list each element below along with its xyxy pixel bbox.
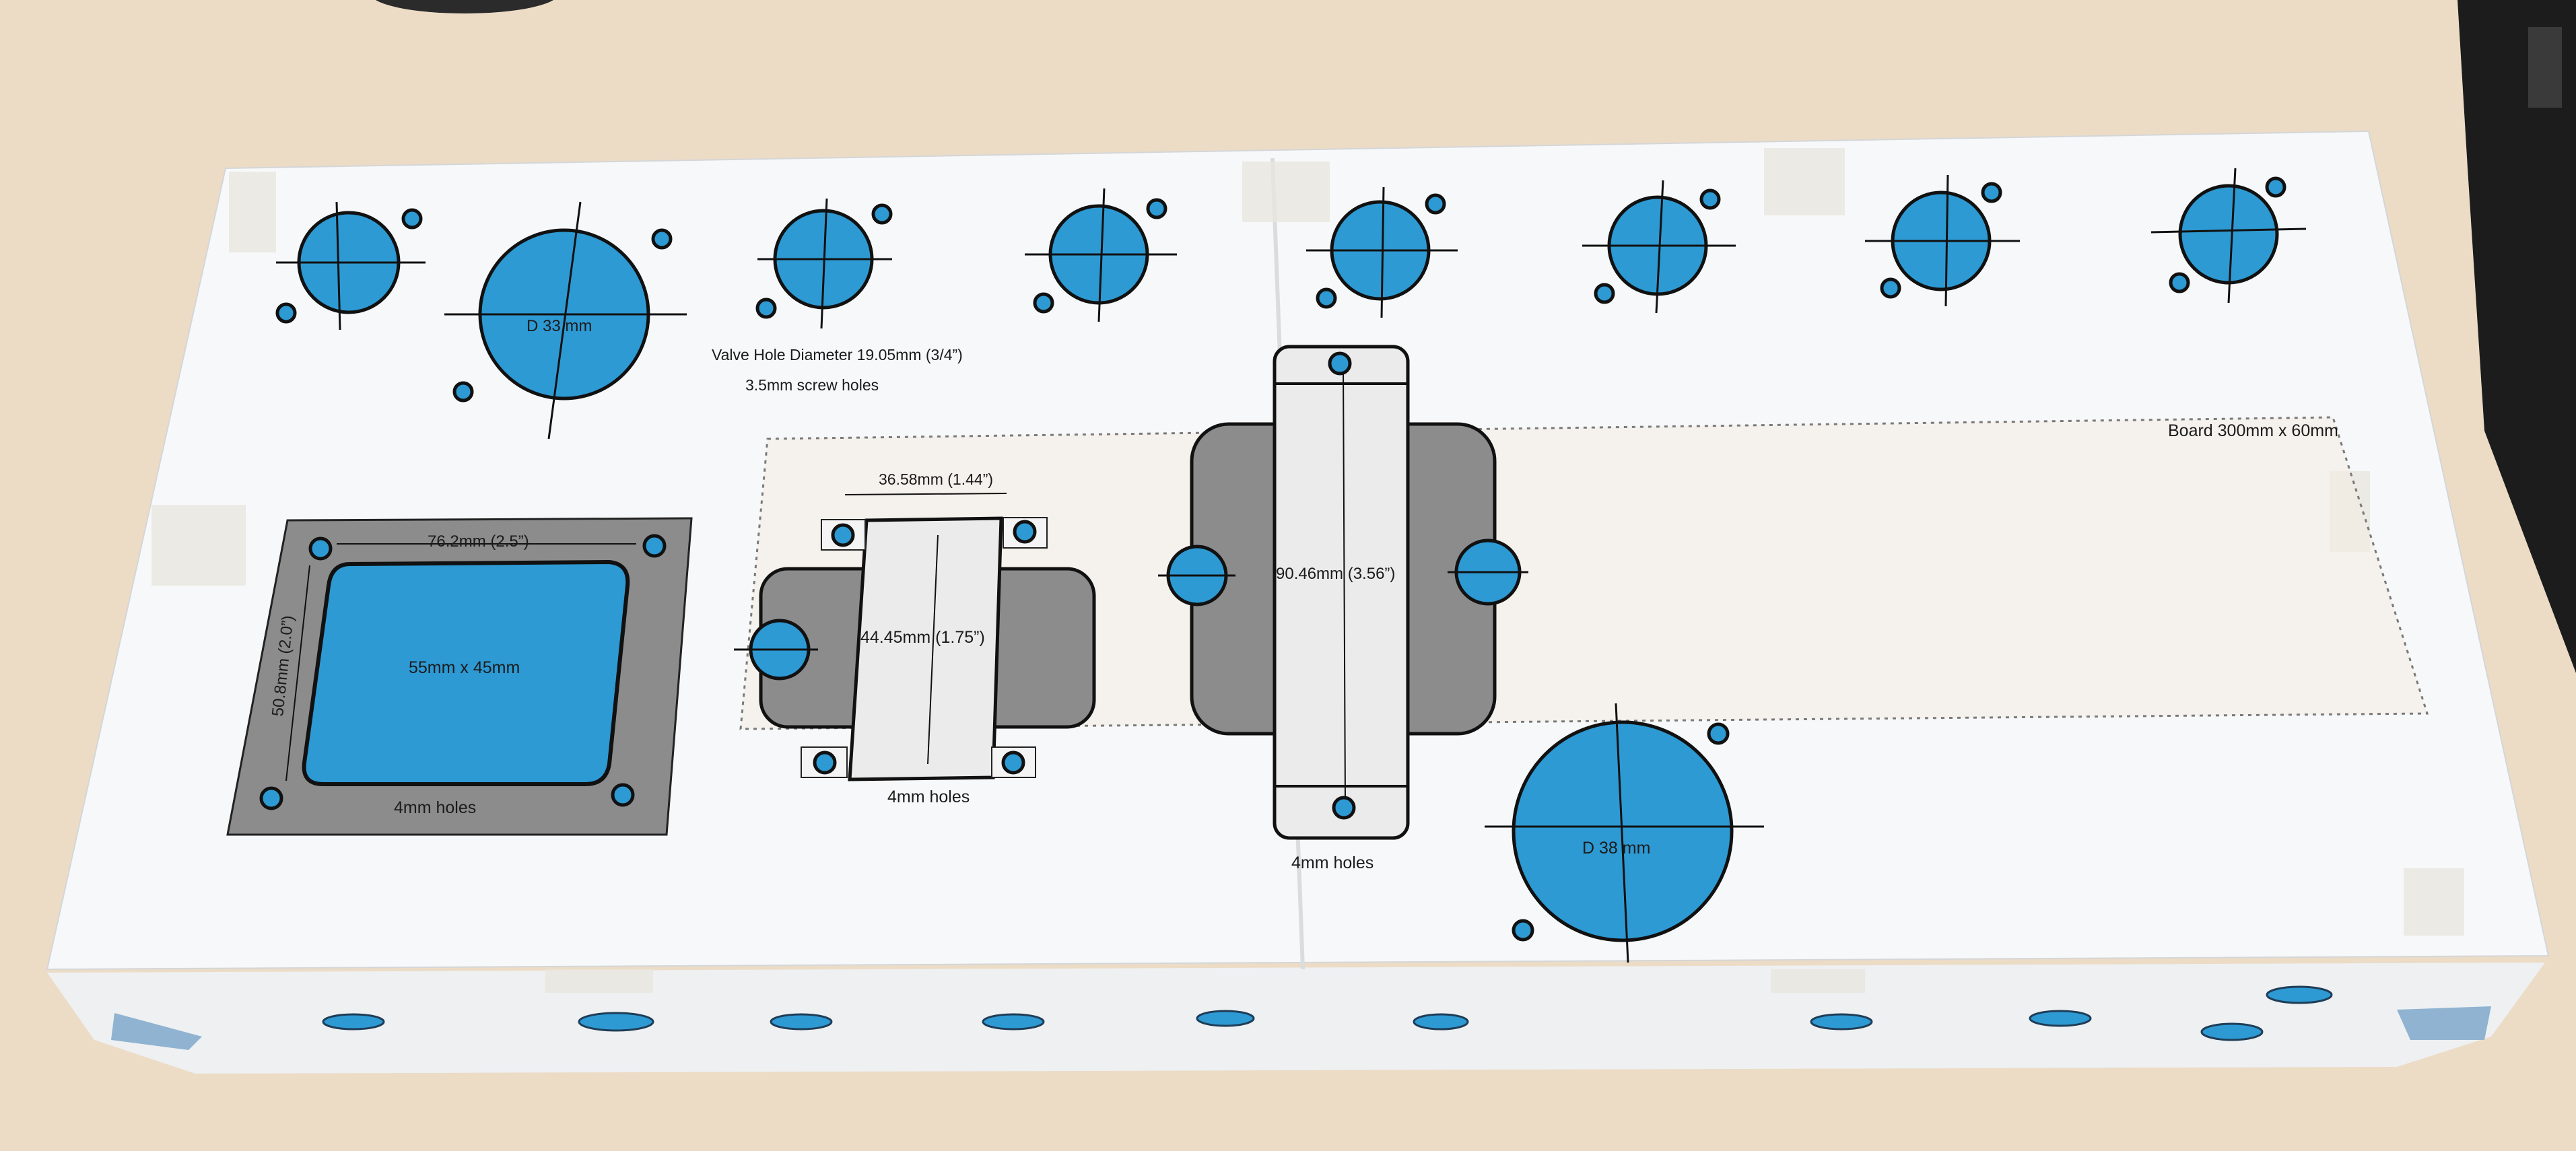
valve-hole-large-top [444, 201, 687, 440]
chassis-blue-edge-right [2397, 1006, 2491, 1040]
dark-device [2458, 0, 2576, 673]
large-transformer-length-dim: 90.46mm (3.56”) [1276, 565, 1395, 583]
valve-note: Valve Hole Diameter 19.05mm (3/4”) [712, 346, 963, 363]
square-holes-label: 4mm holes [394, 798, 476, 817]
valve-hole-6 [1865, 174, 2020, 307]
board-label: Board 300mm x 60mm [2168, 421, 2338, 440]
large-transformer-holes: 4mm holes [1291, 853, 1374, 872]
chassis-front [47, 963, 2545, 1074]
device-label [2528, 27, 2562, 108]
valve-hole-5 [1582, 180, 1736, 314]
side-holes [322, 985, 2333, 1041]
square-width-dim: 76.2mm (2.5”) [428, 532, 529, 551]
chassis-blue-edge-left [111, 1013, 202, 1050]
large-hole-bottom [1485, 703, 1764, 963]
small-transformer [734, 493, 1096, 781]
valve-hole-4 [1306, 186, 1458, 318]
large-hole-bottom-label: D 38 mm [1582, 839, 1650, 858]
large-transformer [1158, 345, 1528, 840]
small-transformer-width-dim: 36.58mm (1.44”) [879, 470, 993, 488]
large-hole-top-label: D 33 mm [527, 317, 592, 335]
small-transformer-height-dim: 44.45mm (1.75”) [860, 628, 985, 647]
square-plate [226, 517, 693, 836]
valve-hole-7 [2150, 168, 2307, 304]
board-outline [739, 416, 2429, 730]
valve-hole-1 [275, 201, 426, 330]
valve-hole-3 [1025, 188, 1177, 322]
screw-note: 3.5mm screw holes [745, 376, 879, 394]
dark-object [376, 0, 553, 13]
small-transformer-holes: 4mm holes [887, 788, 970, 806]
square-cutout-label: 55mm x 45mm [409, 658, 520, 677]
valve-holes [275, 168, 2307, 440]
valve-hole-2 [755, 198, 893, 329]
